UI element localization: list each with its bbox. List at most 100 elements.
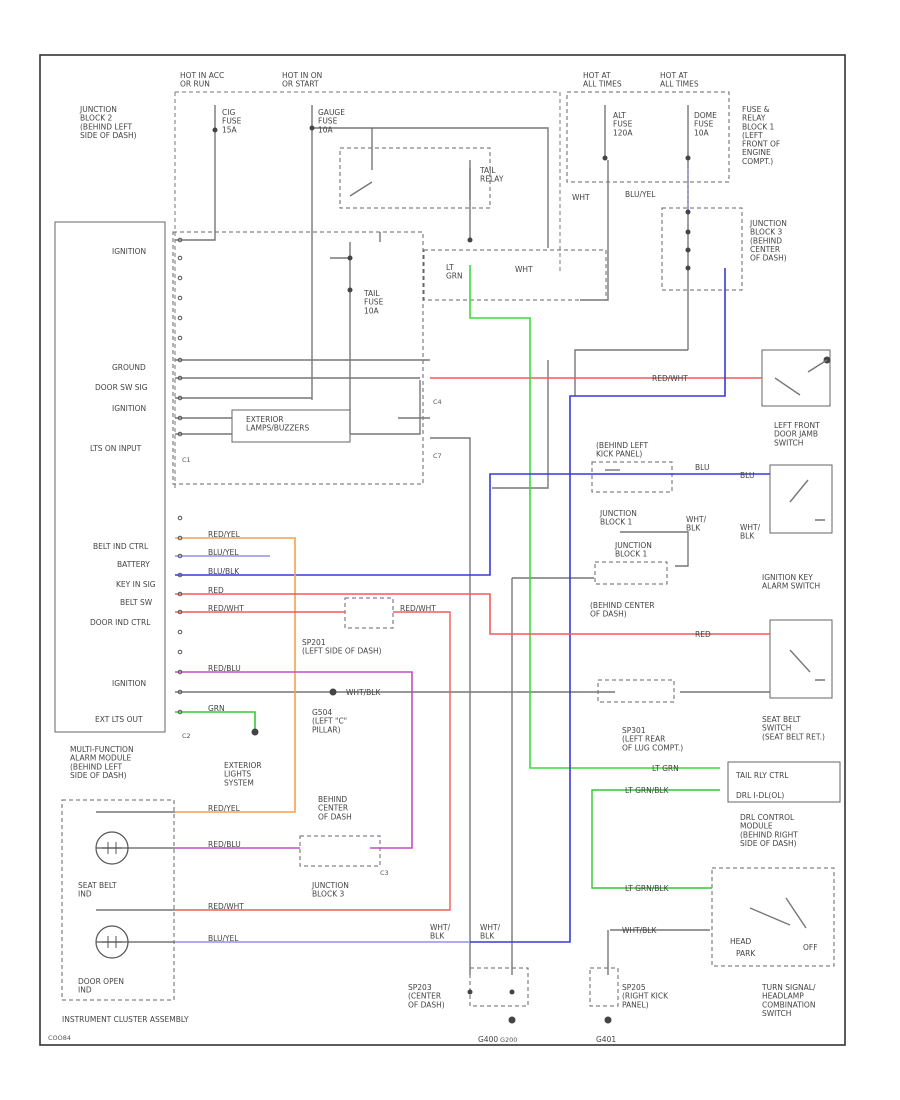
- wire-lt-grn-blk: [591, 789, 720, 889]
- label-off: OFF: [803, 943, 818, 952]
- label-grn: GRN: [208, 704, 225, 713]
- wire-blu-1: [175, 473, 770, 576]
- label-red-blu: RED/BLU: [208, 664, 241, 673]
- multifunction-alarm-module-box: [54, 221, 166, 733]
- label-belt-sw: BELT SW: [120, 598, 153, 607]
- label-g504: G504(LEFT "C"PILLAR): [312, 708, 347, 734]
- label-lt-grn-yel: LT GRN/BLK: [625, 786, 670, 795]
- junction-block-3c-box: [299, 835, 381, 867]
- wire-red-yel: [175, 537, 296, 813]
- label-wht-b: WHT/BLK: [686, 515, 707, 533]
- label-red-b: RED: [208, 586, 224, 595]
- label-key-in: KEY IN SIG: [116, 580, 156, 589]
- tail-relay-box: [339, 147, 491, 209]
- junction-block-1b-box: [594, 561, 668, 585]
- wire-red-wht-belt: [175, 611, 451, 911]
- label-belt-ind: BELT IND CTRL: [93, 542, 149, 551]
- sp205-box: [589, 967, 619, 1007]
- wire-red-blu: [175, 671, 413, 849]
- label-door-sw-sig: DOOR SW SIG: [95, 383, 148, 392]
- label-wht-blk-d: WHT/BLK: [480, 923, 501, 941]
- label-lt-grn-yel-b: LT GRN/BLK: [625, 884, 670, 893]
- splice-dots: [212, 125, 831, 1024]
- label-red-wht-d: RED/WHT: [208, 902, 244, 911]
- label-battery: BATTERY: [117, 560, 150, 569]
- left-kick-box: [597, 679, 675, 703]
- label-head: HEAD: [730, 937, 752, 946]
- diagram-frame: [39, 54, 846, 1046]
- label-c3: C3: [380, 869, 389, 877]
- label-park: PARK: [736, 949, 756, 958]
- label-id-g: G200: [500, 1036, 517, 1044]
- label-c4: C4: [433, 398, 442, 406]
- junction-block-1-box: [591, 461, 673, 493]
- junction-block-3-box: [423, 249, 607, 301]
- label-red-yel: RED/YEL: [208, 530, 241, 539]
- label-red-yel-b: RED/YEL: [208, 804, 241, 813]
- junction-block-2-outline: [174, 91, 561, 490]
- wire-blu-2: [470, 268, 726, 943]
- fuse-relay-block-1-box: [566, 91, 730, 183]
- label-tail-rly-ctrl: TAIL RLY CTRL: [735, 771, 789, 780]
- combination-switch-box: [711, 867, 835, 967]
- label-red-a: RED: [695, 630, 711, 639]
- junction-block-3b-box: [661, 207, 743, 291]
- module-connector-c1: [172, 231, 424, 485]
- label-blu-yel-c: BLU/YEL: [208, 934, 239, 943]
- seat-belt-switch-box: [769, 619, 833, 699]
- sp203-box: [469, 967, 529, 1007]
- wire-grn: [175, 711, 256, 732]
- label-g401: G401: [596, 1035, 616, 1044]
- gray-wires: [96, 105, 770, 975]
- label-lts-on-input: LTS ON INPUT: [90, 444, 142, 453]
- wire-lt-grn: [469, 265, 720, 769]
- ignition-key-alarm-switch-box: [769, 464, 833, 534]
- label-blu-yel: BLU/YEL: [625, 190, 656, 199]
- label-wht-blk-b: WHT/BLK: [622, 926, 657, 935]
- instrument-cluster-box: [61, 799, 175, 1001]
- label-blu-a: BLU: [695, 463, 709, 472]
- label-red-wht-c: RED/WHT: [400, 604, 436, 613]
- label-wht-blk: WHT/BLK: [346, 688, 381, 697]
- door-jamb-switch-contact: [774, 359, 828, 396]
- label-c2: C2: [182, 732, 191, 740]
- label-ignition-b: IGNITION: [112, 404, 146, 413]
- label-door-ind: DOOR IND CTRL: [90, 618, 151, 627]
- label-ignition-c: IGNITION: [112, 679, 146, 688]
- seat-belt-ind-bulb: [95, 831, 129, 865]
- wire-red-belt: [175, 593, 770, 635]
- label-ignition: IGNITION: [112, 247, 146, 256]
- ignition-key-switch-contact: [789, 479, 825, 521]
- label-sp201: SP201(LEFT SIDE OF DASH): [302, 638, 382, 656]
- label-ica: INSTRUMENT CLUSTER ASSEMBLY: [62, 1015, 189, 1024]
- label-wht-c: WHT/BLK: [740, 523, 761, 541]
- drl-control-module-box: [727, 761, 841, 803]
- label-lt-grn-a: LT GRN: [652, 764, 679, 773]
- label-red-blu-b: RED/BLU: [208, 840, 241, 849]
- combination-switch-contact: [749, 897, 807, 929]
- tail-relay-contact: [349, 168, 471, 200]
